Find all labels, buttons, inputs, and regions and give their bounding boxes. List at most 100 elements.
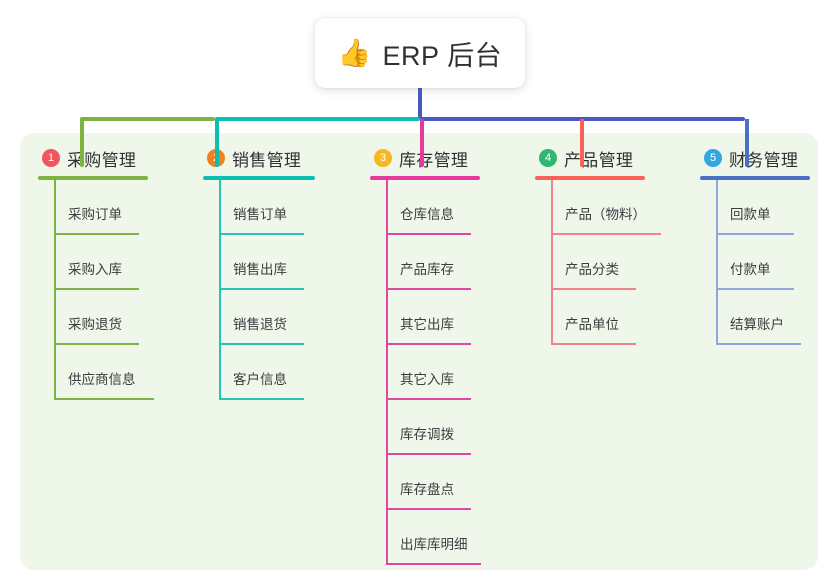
branch-title-1: 采购管理 [67, 150, 137, 170]
branch-spine-3 [386, 180, 388, 565]
branch-spine-5 [716, 180, 718, 345]
branch-spine-1 [54, 180, 56, 400]
branch-item[interactable]: 其它出库 [386, 290, 520, 345]
drop-connector-1 [80, 119, 84, 167]
branch-item-label: 产品库存 [400, 262, 454, 277]
branch-header-3[interactable]: 3 库存管理 [370, 146, 520, 170]
branch-item-rule [219, 398, 304, 400]
branch-item[interactable]: 仓库信息 [386, 180, 520, 235]
drop-connector-4 [580, 119, 584, 167]
branch-item-rule [716, 233, 794, 235]
branch-item-rule [219, 233, 304, 235]
branch-item[interactable]: 采购退货 [54, 290, 188, 345]
branch-item-rule [551, 288, 636, 290]
root-stem-connector [418, 88, 422, 119]
branch-badge-3: 3 [374, 149, 392, 167]
branch-column-4: 4 产品管理产品（物料） 产品分类产品单位 [535, 146, 695, 345]
branch-item-label: 库存盘点 [400, 482, 454, 497]
branch-rule-2 [203, 176, 315, 180]
branches-panel [20, 133, 818, 570]
branch-items-2: 销售订单销售出库销售退货客户信息 [219, 180, 353, 400]
root-node[interactable]: 👍 ERP 后台 [315, 18, 525, 88]
branch-item-rule [219, 288, 304, 290]
branch-item[interactable]: 产品单位 [551, 290, 695, 345]
branch-item-label: 产品分类 [565, 262, 619, 277]
branch-item-rule [54, 288, 139, 290]
branch-item[interactable]: 采购订单 [54, 180, 188, 235]
branch-spine-4 [551, 180, 553, 345]
branch-item-rule [54, 398, 154, 400]
branch-items-4: 产品（物料） 产品分类产品单位 [551, 180, 695, 345]
branch-item[interactable]: 销售出库 [219, 235, 353, 290]
branch-item[interactable]: 结算账户 [716, 290, 839, 345]
drop-connector-2 [215, 119, 219, 167]
branch-item[interactable]: 库存调拨 [386, 400, 520, 455]
branch-item-rule [716, 288, 794, 290]
branch-item-rule [219, 343, 304, 345]
branch-rule-5 [700, 176, 810, 180]
bus-segment-teal [215, 117, 420, 121]
branch-rule-1 [38, 176, 148, 180]
branch-column-3: 3 库存管理仓库信息产品库存其它出库其它入库库存调拨库存盘点出库库明细 [370, 146, 520, 565]
branch-item-label: 销售退货 [233, 317, 287, 332]
branch-item[interactable]: 回款单 [716, 180, 839, 235]
branch-item[interactable]: 库存盘点 [386, 455, 520, 510]
branch-item-label: 其它出库 [400, 317, 454, 332]
branch-item-label: 其它入库 [400, 372, 454, 387]
branch-item-label: 仓库信息 [400, 207, 454, 222]
branch-item-rule [551, 233, 661, 235]
branch-title-3: 库存管理 [399, 150, 469, 170]
branch-item[interactable]: 产品分类 [551, 235, 695, 290]
bus-segment-green [80, 117, 215, 121]
branch-column-2: 2销售管理销售订单销售出库销售退货客户信息 [203, 146, 353, 400]
branch-badge-1: 1 [42, 149, 60, 167]
branch-item-rule [386, 563, 481, 565]
drop-connector-5 [745, 119, 749, 167]
branch-title-5: 财务管理 [729, 150, 799, 170]
branch-item[interactable]: 其它入库 [386, 345, 520, 400]
branch-item-label: 出库库明细 [400, 537, 468, 552]
branch-rule-4 [535, 176, 645, 180]
branch-item[interactable]: 销售订单 [219, 180, 353, 235]
branch-item-label: 采购订单 [68, 207, 122, 222]
branch-badge-5: 5 [704, 149, 722, 167]
branch-item-label: 采购入库 [68, 262, 122, 277]
branch-item-rule [386, 398, 471, 400]
branch-item[interactable]: 出库库明细 [386, 510, 520, 565]
branch-badge-4: 4 [539, 149, 557, 167]
branch-item-rule [54, 343, 139, 345]
branch-spine-2 [219, 180, 221, 400]
thumbs-up-icon: 👍 [337, 37, 372, 68]
branch-column-5: 5 财务管理回款单付款单结算账户 [700, 146, 839, 345]
branch-header-4[interactable]: 4 产品管理 [535, 146, 695, 170]
branch-item-rule [386, 233, 471, 235]
branch-header-5[interactable]: 5 财务管理 [700, 146, 839, 170]
branch-column-1: 1 采购管理采购订单采购入库采购退货供应商信息 [38, 146, 188, 400]
branch-items-1: 采购订单采购入库采购退货供应商信息 [54, 180, 188, 400]
branch-header-1[interactable]: 1 采购管理 [38, 146, 188, 170]
branch-item[interactable]: 客户信息 [219, 345, 353, 400]
branch-item[interactable]: 供应商信息 [54, 345, 188, 400]
branch-item[interactable]: 付款单 [716, 235, 839, 290]
branch-item[interactable]: 产品（物料） [551, 180, 695, 235]
root-title: ERP 后台 [382, 40, 503, 71]
branch-title-4: 产品管理 [564, 150, 634, 170]
branch-item-label: 销售订单 [233, 207, 287, 222]
branch-item-rule [386, 508, 471, 510]
branch-item-label: 产品（物料） [565, 207, 646, 222]
branch-item-label: 结算账户 [730, 317, 784, 332]
branch-header-2[interactable]: 2销售管理 [203, 146, 353, 170]
branch-item-label: 供应商信息 [68, 372, 136, 387]
branch-item-label: 客户信息 [233, 372, 287, 387]
branch-item-label: 库存调拨 [400, 427, 454, 442]
branch-item-rule [54, 233, 139, 235]
branch-item[interactable]: 产品库存 [386, 235, 520, 290]
branch-item[interactable]: 销售退货 [219, 290, 353, 345]
branch-item-rule [716, 343, 801, 345]
branch-items-5: 回款单付款单结算账户 [716, 180, 839, 345]
branch-item-label: 付款单 [730, 262, 771, 277]
branch-item-rule [551, 343, 636, 345]
branch-item[interactable]: 采购入库 [54, 235, 188, 290]
branch-item-label: 产品单位 [565, 317, 619, 332]
